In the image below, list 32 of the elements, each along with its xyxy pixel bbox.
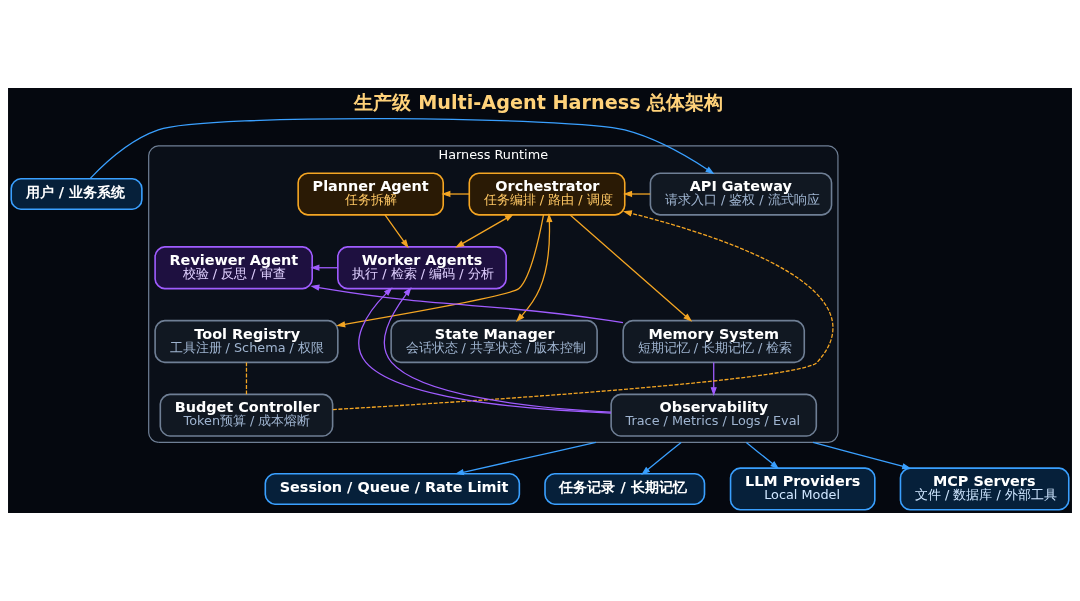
arrow — [310, 284, 624, 324]
arrow — [641, 441, 682, 475]
node-box: LLM Providers Local Model — [729, 467, 876, 511]
node-box: Worker Agents 执行 / 检索 / 编码 / 分析 — [337, 246, 507, 290]
arrow — [812, 441, 912, 470]
node-box: API Gateway 请求入口 / 鉴权 / 流式响应 — [649, 172, 833, 216]
node-box: Session / Queue / Rate Limit — [264, 472, 521, 505]
arrow — [569, 214, 693, 322]
node-box: 用户 / 业务系统 — [10, 178, 143, 211]
node-box: Orchestrator 任务编排 / 路由 / 调度 — [468, 172, 626, 216]
arrow — [332, 210, 834, 411]
node-box: Budget Controller Token预算 / 成本熔断 — [159, 393, 334, 437]
node-box: Observability Trace / Metrics / Logs / Eval — [610, 393, 818, 437]
arrow — [455, 213, 514, 248]
diagram-title: 生产级 Multi-Agent Harness 总体架构 — [354, 91, 724, 114]
node-box: Tool Registry 工具注册 / Schema / 权限 — [154, 319, 339, 364]
node-box: Memory System 短期记忆 / 长期记忆 / 检索 — [622, 319, 806, 364]
arrow — [623, 190, 651, 198]
arrow — [89, 118, 715, 180]
arrow — [454, 441, 597, 476]
node-box: Reviewer Agent 校验 / 反思 / 审查 — [154, 246, 313, 290]
arrow — [710, 361, 717, 397]
arrow — [745, 441, 780, 470]
arrow — [441, 190, 470, 198]
arrow — [515, 213, 553, 322]
node-box: State Manager 会话状态 / 共享状态 / 版本控制 — [390, 319, 598, 364]
node-box: Planner Agent 任务拆解 — [297, 172, 445, 216]
arrow — [310, 264, 339, 271]
connector — [245, 361, 248, 395]
arrow — [384, 214, 409, 249]
node-box: MCP Servers 文件 / 数据库 / 外部工具 — [899, 467, 1070, 511]
node-box: 任务记录 / 长期记忆 — [544, 472, 706, 505]
